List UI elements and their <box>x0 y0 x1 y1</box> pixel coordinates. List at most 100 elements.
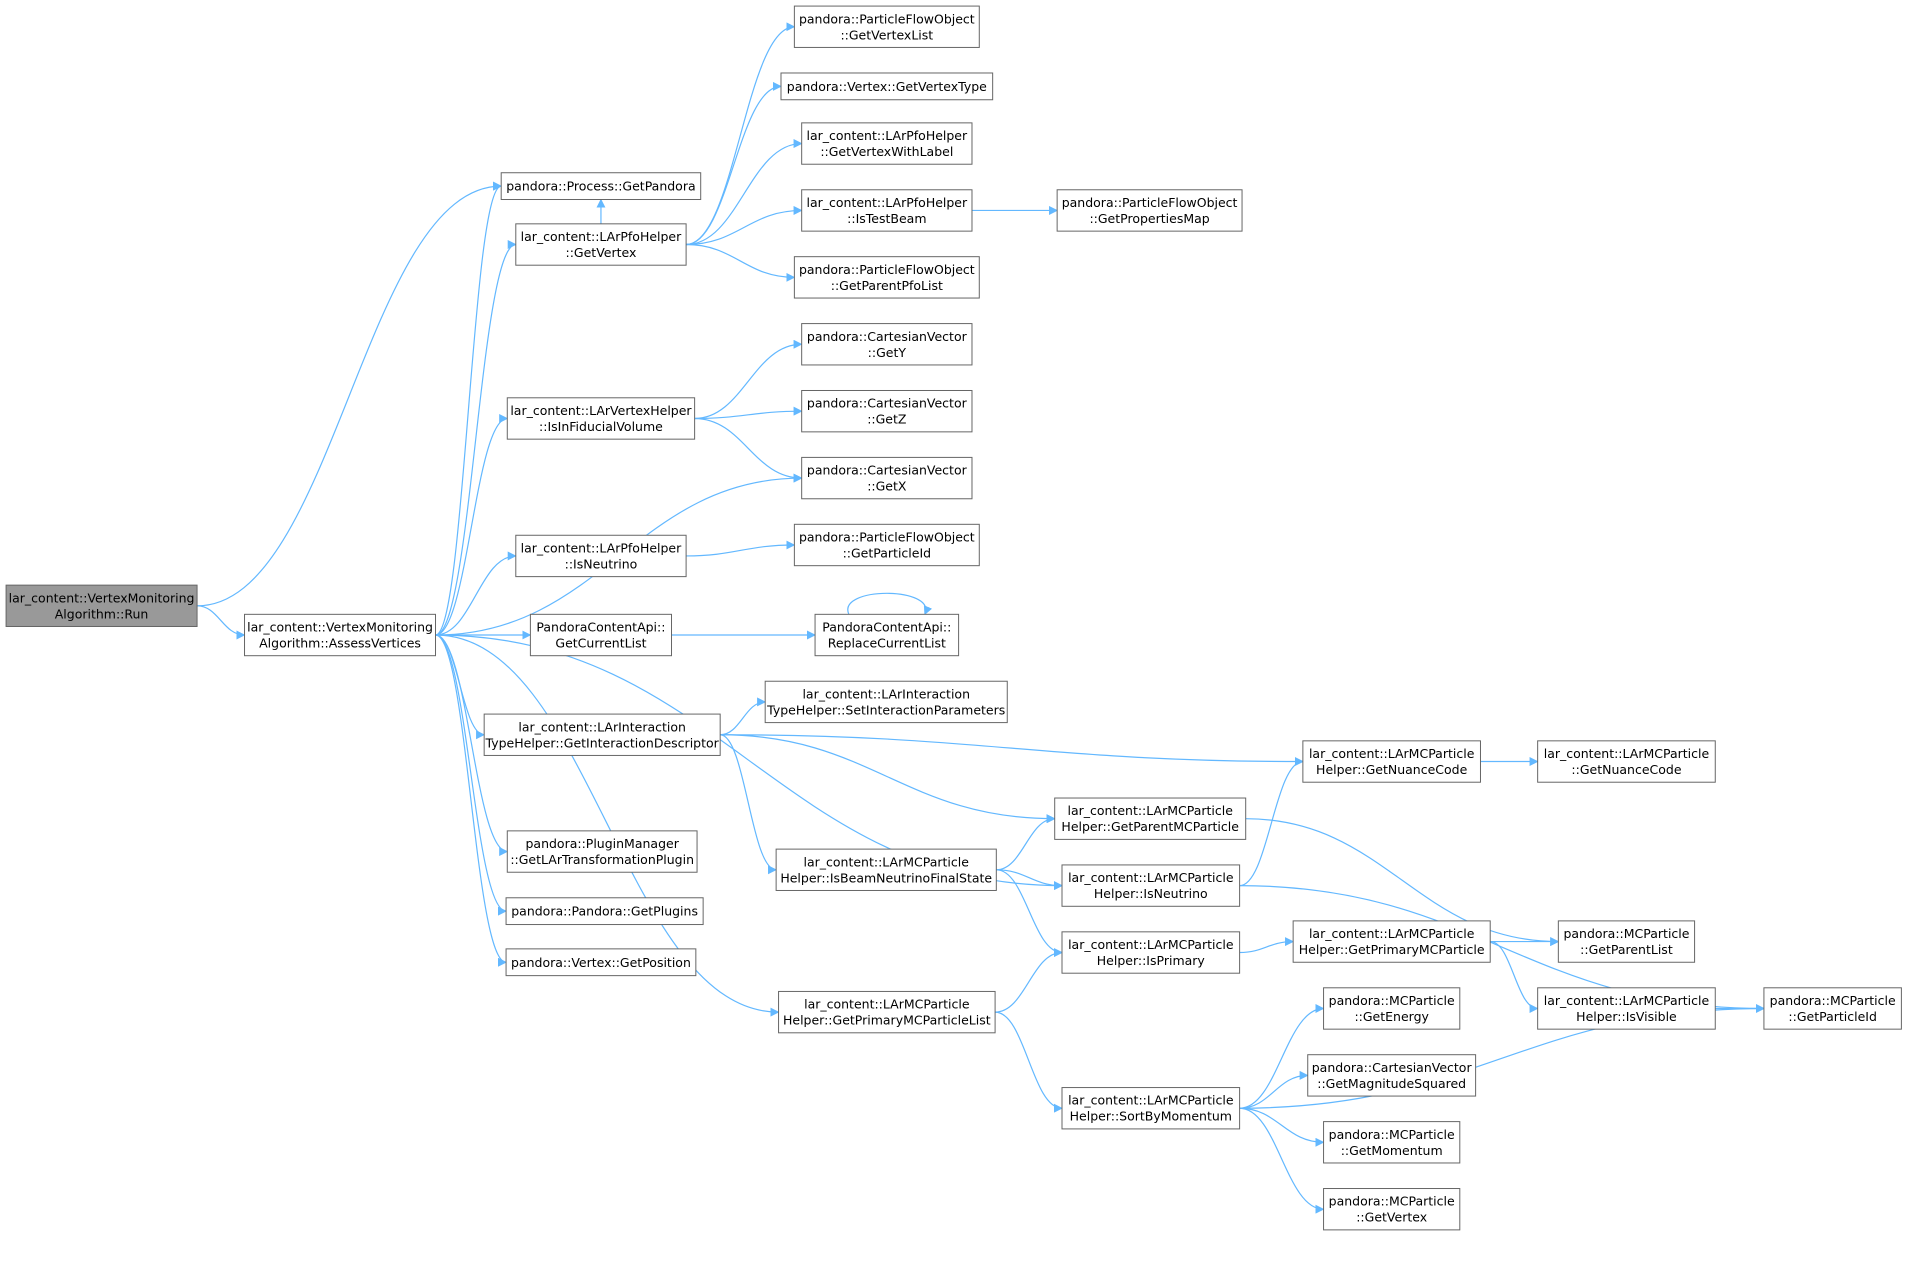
node-label-line: lar_content::LArPfoHelper <box>521 229 683 244</box>
node-box[interactable] <box>506 397 696 440</box>
node-box[interactable] <box>1292 920 1491 963</box>
node-label-line: lar_content::LArMCParticle <box>1068 870 1234 885</box>
node-box[interactable] <box>515 223 687 266</box>
node-box[interactable] <box>1323 1121 1461 1164</box>
node-label-line: ::GetParticleId <box>843 545 932 560</box>
node-box[interactable] <box>775 848 997 891</box>
node-box[interactable] <box>1061 1087 1241 1130</box>
node-getPosition[interactable]: pandora::Vertex::GetPosition <box>505 948 697 977</box>
node-label-line: ::GetVertex <box>1356 1210 1427 1225</box>
edge-isBeamNeutrinoFinalState-to-getParentMCParticle <box>996 814 1056 871</box>
node-label-line: lar_content::LArMCParticle <box>1068 937 1234 952</box>
node-box[interactable] <box>515 534 687 578</box>
node-box[interactable] <box>505 897 704 926</box>
node-box[interactable] <box>793 5 980 48</box>
node-getPrimaryMCParticle[interactable]: lar_content::LArMCParticleHelper::GetPri… <box>1292 920 1491 963</box>
node-label-line: Helper::IsBeamNeutrinoFinalState <box>780 870 992 885</box>
node-box[interactable] <box>5 584 198 627</box>
node-isPrimary[interactable]: lar_content::LArMCParticleHelper::IsPrim… <box>1061 931 1241 974</box>
node-mcGetEnergy[interactable]: pandora::MCParticle::GetEnergy <box>1323 987 1461 1030</box>
node-getPropertiesMap[interactable]: pandora::ParticleFlowObject::GetProperti… <box>1056 189 1243 232</box>
node-pfoGetParticleId[interactable]: pandora::ParticleFlowObject::GetParticle… <box>793 523 980 567</box>
node-mcGetMomentum[interactable]: pandora::MCParticle::GetMomentum <box>1323 1121 1461 1164</box>
node-label-line: pandora::MCParticle <box>1770 993 1896 1008</box>
node-box[interactable] <box>500 172 702 201</box>
node-box[interactable] <box>793 523 980 567</box>
node-label-line: lar_content::LArMCParticle <box>1067 803 1233 818</box>
node-mcGetNuanceCode[interactable]: lar_content::LArMCParticle::GetNuanceCod… <box>1537 740 1716 783</box>
node-mcIsNeutrino[interactable]: lar_content::LArMCParticleHelper::IsNeut… <box>1061 864 1241 907</box>
node-isVisible[interactable]: lar_content::LArMCParticleHelper::IsVisi… <box>1537 987 1716 1030</box>
node-cvGetY[interactable]: pandora::CartesianVector::GetY <box>801 323 973 366</box>
node-label-line: lar_content::LArMCParticle <box>1544 746 1710 761</box>
node-box[interactable] <box>1557 920 1696 963</box>
node-box[interactable] <box>801 389 973 433</box>
node-run[interactable]: lar_content::VertexMonitoringAlgorithm::… <box>5 584 198 627</box>
node-label-line: lar_content::VertexMonitoring <box>247 620 433 635</box>
node-getPlugins[interactable]: pandora::Pandora::GetPlugins <box>505 897 704 926</box>
node-box[interactable] <box>801 189 973 232</box>
node-box[interactable] <box>793 256 980 299</box>
node-box[interactable] <box>1323 987 1461 1030</box>
node-box[interactable] <box>1056 189 1243 232</box>
node-pfoGetVertexList[interactable]: pandora::ParticleFlowObject::GetVertexLi… <box>793 5 980 48</box>
node-label-line: ::GetParentPfoList <box>831 278 943 293</box>
node-box[interactable] <box>1763 987 1902 1030</box>
edge-getVertexHelper-to-pfoGetVertexList <box>686 22 796 246</box>
node-box[interactable] <box>1307 1054 1477 1097</box>
node-helperGetNuanceCode[interactable]: lar_content::LArMCParticleHelper::GetNua… <box>1302 740 1481 783</box>
node-getParentMCParticle[interactable]: lar_content::LArMCParticleHelper::GetPar… <box>1054 797 1247 840</box>
node-box[interactable] <box>801 323 973 366</box>
edge-getVertexHelper-to-getVertexWithLabel <box>686 139 803 246</box>
node-pfoIsNeutrino[interactable]: lar_content::LArPfoHelper::IsNeutrino <box>515 534 687 578</box>
node-label-line: PandoraContentApi:: <box>536 620 665 635</box>
node-getParentPfoList[interactable]: pandora::ParticleFlowObject::GetParentPf… <box>793 256 980 299</box>
edge-assess-to-getVertexHelper <box>435 240 517 636</box>
node-cvGetMagnitudeSquared[interactable]: pandora::CartesianVector::GetMagnitudeSq… <box>1307 1054 1477 1097</box>
node-label-line: ::GetPropertiesMap <box>1089 211 1209 226</box>
node-box[interactable] <box>1537 987 1716 1030</box>
node-mcGetParentList[interactable]: pandora::MCParticle::GetParentList <box>1557 920 1696 963</box>
node-box[interactable] <box>1537 740 1716 783</box>
node-getPandora[interactable]: pandora::Process::GetPandora <box>500 172 702 201</box>
node-getPrimaryMCParticleList[interactable]: lar_content::LArMCParticleHelper::GetPri… <box>778 990 996 1034</box>
node-mcGetVertex[interactable]: pandora::MCParticle::GetVertex <box>1323 1188 1461 1231</box>
node-isTestBeam[interactable]: lar_content::LArPfoHelper::IsTestBeam <box>801 189 973 232</box>
node-vertexGetVertexType[interactable]: pandora::Vertex::GetVertexType <box>780 72 994 101</box>
node-box[interactable] <box>529 613 673 657</box>
node-getInteractionDescriptor[interactable]: lar_content::LArInteractionTypeHelper::G… <box>483 713 721 756</box>
node-label-line: Helper::GetNuanceCode <box>1316 762 1468 777</box>
edge-sortByMomentum-to-cvGetMagnitudeSquared <box>1239 1070 1309 1109</box>
node-assess[interactable]: lar_content::VertexMonitoringAlgorithm::… <box>244 613 437 657</box>
node-box[interactable] <box>506 830 698 873</box>
node-box[interactable] <box>1061 864 1241 907</box>
node-box[interactable] <box>505 948 697 977</box>
node-isInFiducialVolume[interactable]: lar_content::LArVertexHelper::IsInFiduci… <box>506 397 696 440</box>
node-box[interactable] <box>801 456 973 500</box>
node-label-line: pandora::Vertex::GetVertexType <box>787 79 987 94</box>
node-getVertexHelper[interactable]: lar_content::LArPfoHelper::GetVertex <box>515 223 687 266</box>
node-getVertexWithLabel[interactable]: lar_content::LArPfoHelper::GetVertexWith… <box>801 122 973 165</box>
node-box[interactable] <box>1302 740 1481 783</box>
node-getLArTransformationPlugin[interactable]: pandora::PluginManager::GetLArTransforma… <box>506 830 698 873</box>
node-setInteractionParameters[interactable]: lar_content::LArInteractionTypeHelper::S… <box>764 680 1008 724</box>
edge-mcIsNeutrino-to-helperGetNuanceCode <box>1239 757 1304 887</box>
node-mcGetParticleId[interactable]: pandora::MCParticle::GetParticleId <box>1763 987 1902 1030</box>
node-box[interactable] <box>1061 931 1241 974</box>
edge-sortByMomentum-to-mcGetEnergy <box>1239 1004 1325 1109</box>
node-sortByMomentum[interactable]: lar_content::LArMCParticleHelper::SortBy… <box>1061 1087 1241 1130</box>
node-isBeamNeutrinoFinalState[interactable]: lar_content::LArMCParticleHelper::IsBeam… <box>775 848 997 891</box>
node-box[interactable] <box>483 713 721 756</box>
node-replaceCurrentList[interactable]: PandoraContentApi::ReplaceCurrentList <box>814 613 960 657</box>
node-cvGetX[interactable]: pandora::CartesianVector::GetX <box>801 456 973 500</box>
node-box[interactable] <box>780 72 994 101</box>
node-getCurrentList[interactable]: PandoraContentApi::GetCurrentList <box>529 613 673 657</box>
node-box[interactable] <box>814 613 960 657</box>
node-cvGetZ[interactable]: pandora::CartesianVector::GetZ <box>801 389 973 433</box>
node-box[interactable] <box>778 990 996 1034</box>
node-box[interactable] <box>1323 1188 1461 1231</box>
node-box[interactable] <box>801 122 973 165</box>
node-box[interactable] <box>244 613 437 657</box>
node-box[interactable] <box>764 680 1008 724</box>
node-box[interactable] <box>1054 797 1247 840</box>
